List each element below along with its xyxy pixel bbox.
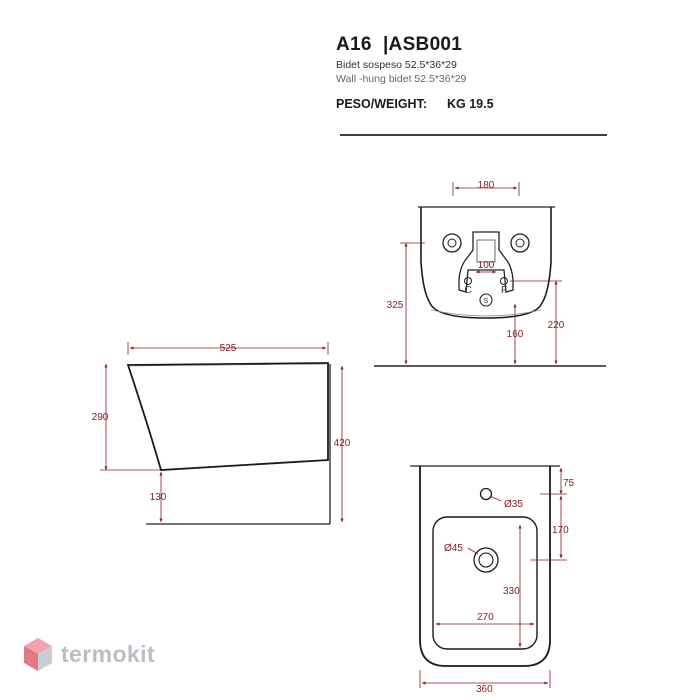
description-italian: Bidet sospeso 52.5*36*29 <box>336 59 457 71</box>
weight-label: PESO/WEIGHT: <box>336 97 427 111</box>
inlet-box <box>476 239 496 263</box>
bowl-outline <box>432 516 538 650</box>
description-english: Wall -hung bidet 52.5*36*29 <box>336 73 467 85</box>
product-code: |ASB001 <box>382 34 463 55</box>
dim-height-total: 420 <box>334 438 351 449</box>
dim-inner-width-top: 270 <box>477 612 494 623</box>
model-number: A16 <box>336 34 372 55</box>
hexagon-cube-icon <box>24 638 52 671</box>
waste-outlet-icon <box>479 293 493 307</box>
connection-recess <box>458 231 514 293</box>
waste-label: S <box>484 298 489 305</box>
front-base-curve <box>430 309 542 317</box>
dim-height-waste: 160 <box>507 329 524 340</box>
dim-length-top: 330 <box>503 586 520 597</box>
side-outline <box>126 362 329 471</box>
dim-height-rear: 290 <box>92 412 109 423</box>
dim-top-width: 180 <box>478 180 495 191</box>
cold-label: C <box>464 285 471 296</box>
dim-inner-width: 100 <box>478 260 495 271</box>
front-outline <box>420 207 552 319</box>
dim-depth-top: 75 <box>563 478 575 489</box>
dim-height-right: 220 <box>548 320 565 331</box>
weight-value: KG 19.5 <box>446 97 494 111</box>
front-view: C F S 180 100 325 160 220 <box>374 180 606 367</box>
product-title: A16 |ASB001 <box>336 34 462 56</box>
weight-line: PESO/WEIGHT: KG 19.5 <box>336 97 494 111</box>
header-divider <box>340 134 607 136</box>
dim-length-side: 525 <box>220 343 237 354</box>
dim-depth-mid: 170 <box>552 525 569 536</box>
dim-height-bottom: 130 <box>150 492 167 503</box>
side-rim-line <box>129 363 329 367</box>
top-outer-outline <box>419 466 551 667</box>
fixing-hole-left-icon <box>442 233 462 253</box>
fixing-hole-right-icon <box>510 233 530 253</box>
watermark-text: termokit <box>61 641 155 667</box>
side-view: 525 290 420 130 <box>92 342 351 525</box>
hot-label: F <box>501 285 507 296</box>
dim-total-width: 360 <box>476 684 493 695</box>
dim-tap-hole: Ø35 <box>504 499 523 510</box>
tap-hole-icon <box>479 487 493 501</box>
dim-height-left: 325 <box>387 300 404 311</box>
hot-inlet-icon <box>500 277 508 285</box>
dim-drain-hole: Ø45 <box>444 543 463 554</box>
fixing-hole-right-inner-icon <box>515 238 525 248</box>
cold-inlet-icon <box>464 277 472 285</box>
fixing-hole-left-inner-icon <box>447 238 457 248</box>
drain-inner-icon <box>478 552 494 568</box>
drain-outer-icon <box>473 547 499 573</box>
top-view: 75 170 Ø35 Ø45 330 270 360 <box>410 465 575 695</box>
